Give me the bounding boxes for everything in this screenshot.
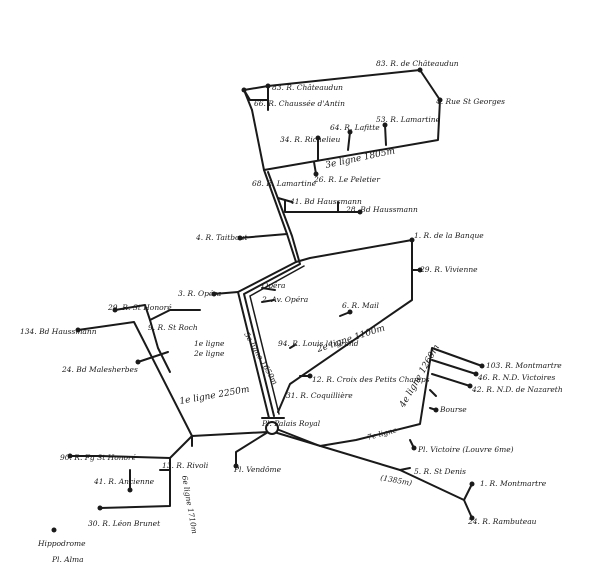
label-r-banque: 1. R. de la Banque	[414, 231, 484, 240]
label-r-montmartre-1: 103. R. Montmartre	[486, 361, 562, 370]
label-ligne-3: 3e ligne 1805m	[325, 146, 396, 171]
label-bourse: Bourse	[439, 405, 467, 414]
label-ligne-7: 7e ligne	[366, 425, 398, 442]
label-r-louis-le-grand: 94. R. Louis le Grand	[278, 339, 359, 348]
main-trunk	[237, 109, 305, 419]
label-r-st-georges: 4. Rue St Georges	[435, 97, 505, 106]
label-r-richelieu: 34. R. Richelieu	[280, 135, 340, 144]
label-r-nd-nazareth: 42. R. N.D. de Nazareth	[471, 385, 563, 394]
label-r-rambuteau: 24. R. Rambuteau	[467, 517, 537, 526]
label-r-montmartre-2: 1. R. Montmartre	[480, 479, 547, 488]
label-r-chateaudun: 83. R. Châteaudun	[272, 83, 343, 92]
label-ligne-6: 6e ligne 1710m	[180, 475, 199, 535]
label-r-croix-petits-champs: 12. R. Croix des Petits Champs	[312, 375, 430, 384]
label-r-lafitte: 64. R. Lafitte	[330, 123, 380, 132]
label-r-nd-victoires: 46. R. N.D. Victoires	[477, 373, 556, 382]
label-ligne-1: 1e ligne 2250m	[179, 385, 251, 407]
label-bd-haussmann-3: 134. Bd Haussmann	[20, 327, 97, 336]
west-branch	[77, 304, 269, 447]
opera-branches	[213, 287, 276, 303]
label-r-lamartine: 53. R. Lamartine	[376, 115, 441, 124]
label-bd-haussmann-1: 41. Bd Haussmann	[289, 197, 362, 206]
label-r-chateaudun-top: 83. R. de Châteaudun	[376, 59, 459, 68]
label-pl-victoire: Pl. Victoire (Louvre 6me)	[417, 445, 514, 454]
southwest-branch	[69, 431, 269, 509]
label-chaussee-antin: 66. R. Chaussée d'Antin	[254, 99, 345, 108]
label-bd-malesherbes: 24. Bd Malesherbes	[61, 365, 138, 374]
label-r-fg-st-honore: 90. R. Fg St Honoré	[60, 453, 137, 462]
label-r-taitbout: 4. R. Taitbout	[195, 233, 248, 242]
label-ligne-7-len: (1385m)	[380, 473, 413, 487]
label-r-lamartine-2: 68. R. Lamartine	[252, 179, 317, 188]
bourse-branch	[277, 239, 421, 413]
terminal-dots	[51, 67, 485, 533]
label-r-st-honore: 29. R. St Honoré	[107, 303, 172, 312]
label-bd-haussmann-2: 28. Bd Haussmann	[345, 205, 418, 214]
label-r-st-denis: 5. R. St Denis	[414, 467, 466, 476]
label-pl-vendome: Pl. Vendôme	[233, 465, 282, 474]
label-pl-alma: Pl. Alma	[51, 555, 84, 564]
label-pl-palais-royal: Pl. Palais Royal	[261, 419, 321, 428]
label-r-coquilliere: 31. R. Coquillière	[286, 391, 353, 400]
label-r-opera: 3. R. Opéra	[178, 289, 221, 298]
label-r-vivienne: 29. R. Vivienne	[419, 265, 478, 274]
branch-taitbout	[239, 233, 288, 239]
label-r-ancienne: 41. R. Ancienne	[93, 477, 155, 486]
label-r-leon-brunet: 30. R. Léon Brunet	[88, 519, 161, 528]
label-r-mail: 6. R. Mail	[342, 301, 380, 310]
station-labels: 83. R. de Châteaudun 83. R. Châteaudun 6…	[20, 59, 563, 564]
label-opera: Opéra	[262, 281, 285, 290]
central-station	[261, 417, 285, 435]
label-av-opera: 2. Av. Opéra	[261, 295, 308, 304]
label-r-rivoli: 13. R. Rivoli	[162, 461, 209, 470]
label-r-st-roch: 9. R. St Roch	[148, 323, 198, 332]
label-ligne-1a: 1e ligne	[194, 339, 225, 348]
label-ligne-1b: 2e ligne	[193, 349, 225, 358]
label-hippodrome: Hippodrome	[37, 539, 86, 548]
label-r-le-peletier: 26. R. Le Peletier	[313, 175, 380, 184]
southeast-branch	[273, 431, 473, 519]
